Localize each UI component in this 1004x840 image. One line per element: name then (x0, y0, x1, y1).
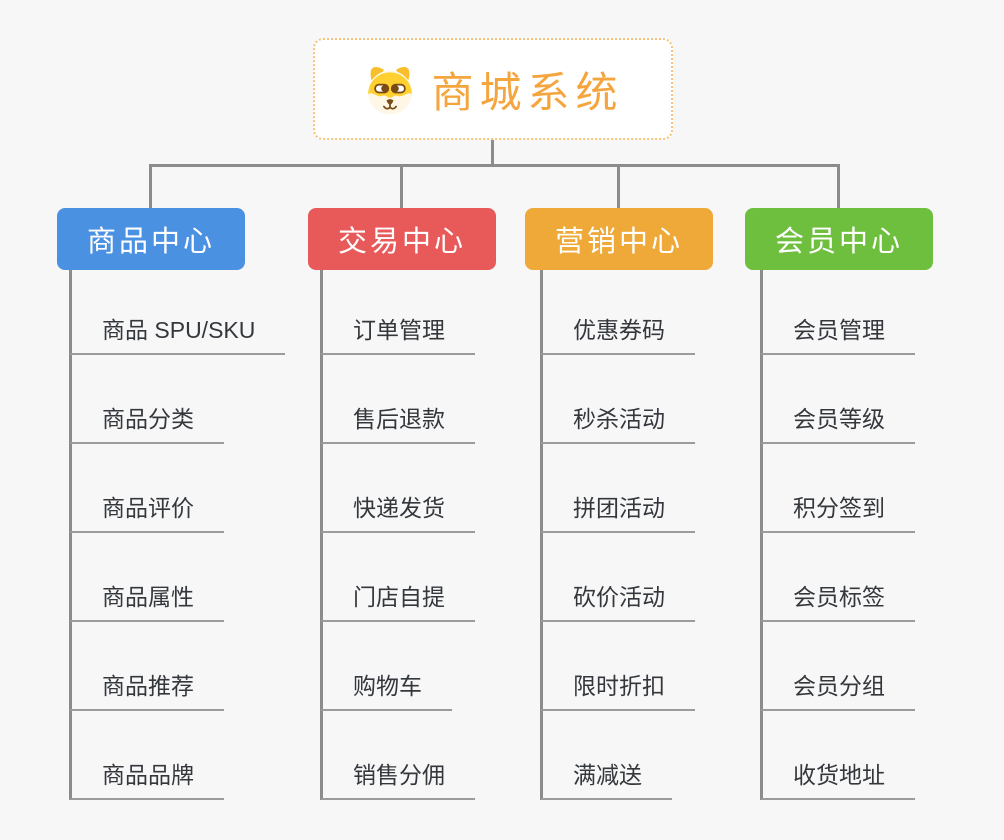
leaf-node[interactable]: 收货地址 (761, 756, 915, 800)
connector-trunk (320, 270, 323, 800)
leaf-node[interactable]: 满减送 (541, 756, 672, 800)
leaf-node[interactable]: 售后退款 (321, 400, 475, 444)
leaf-node[interactable]: 商品分类 (70, 400, 224, 444)
leaf-node[interactable]: 订单管理 (321, 311, 475, 355)
dog-face-icon (362, 61, 418, 117)
leaf-node[interactable]: 购物车 (321, 667, 452, 711)
root-title: 商城系统 (431, 68, 624, 116)
connector-trunk (540, 270, 543, 800)
leaf-node[interactable]: 砍价活动 (541, 578, 695, 622)
leaf-node[interactable]: 秒杀活动 (541, 400, 695, 444)
connector-drop (617, 164, 620, 209)
branch-node-marketing[interactable]: 营销中心 (525, 208, 713, 270)
leaf-node[interactable]: 商品推荐 (70, 667, 224, 711)
leaf-node[interactable]: 会员标签 (761, 578, 915, 622)
root-node[interactable]: 商城系统 (313, 38, 673, 140)
leaf-node[interactable]: 商品品牌 (70, 756, 224, 800)
leaf-node[interactable]: 商品属性 (70, 578, 224, 622)
leaf-node[interactable]: 快递发货 (321, 489, 475, 533)
connector-root-stub (491, 140, 494, 167)
leaf-node[interactable]: 会员等级 (761, 400, 915, 444)
leaf-node[interactable]: 拼团活动 (541, 489, 695, 533)
leaf-node[interactable]: 商品评价 (70, 489, 224, 533)
connector-drop (400, 164, 403, 209)
leaf-node[interactable]: 会员分组 (761, 667, 915, 711)
connector-drop (149, 164, 152, 209)
connector-drop (837, 164, 840, 209)
leaf-node[interactable]: 优惠券码 (541, 311, 695, 355)
branch-node-members[interactable]: 会员中心 (745, 208, 933, 270)
leaf-node[interactable]: 门店自提 (321, 578, 475, 622)
leaf-node[interactable]: 积分签到 (761, 489, 915, 533)
branch-node-trade[interactable]: 交易中心 (308, 208, 496, 270)
branch-node-products[interactable]: 商品中心 (57, 208, 245, 270)
connector-trunk (69, 270, 72, 800)
leaf-node[interactable]: 会员管理 (761, 311, 915, 355)
connector-rail (149, 164, 840, 167)
connector-trunk (760, 270, 763, 800)
leaf-node[interactable]: 商品 SPU/SKU (70, 311, 286, 355)
leaf-node[interactable]: 限时折扣 (541, 667, 695, 711)
leaf-node[interactable]: 销售分佣 (321, 756, 475, 800)
